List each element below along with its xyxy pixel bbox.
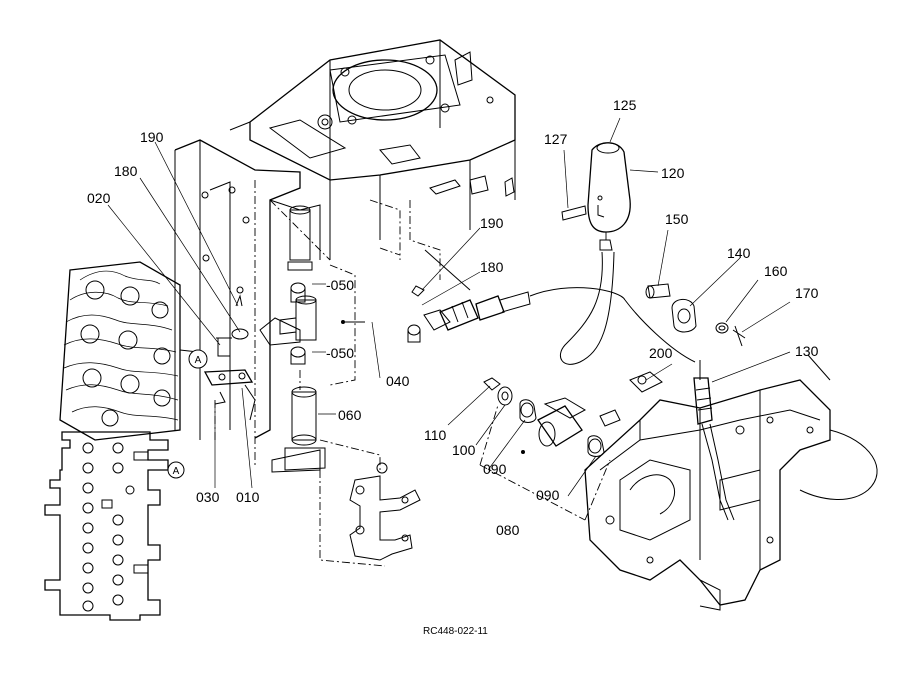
spool-connector [379,247,626,343]
detail-marker-a-ref-label: A [173,466,180,477]
callout-030: 030 [196,489,220,505]
push-pull-cable [624,299,735,521]
shift-bracket-frame [543,354,878,611]
detail-marker-a [188,349,208,369]
callout-labels: 190 180 020 030 010 -050 -050 060 040 19… [87,97,819,538]
transmission-housing [229,39,516,260]
detail-marker-a-ref [167,461,185,479]
callout-170: 170 [795,285,819,301]
left-side-frame [174,139,441,473]
control-valve-block: A [59,261,208,441]
callout-090-left: 090 [483,461,507,477]
callout-200: 200 [649,345,673,361]
detail-marker-a-label: A [195,355,202,366]
leader-lines [107,117,791,497]
callout-180-left: 180 [114,163,138,179]
callout-120: 120 [661,165,685,181]
callout-050-upper: -050 [326,277,354,293]
callout-050-lower: -050 [326,345,354,361]
callout-080: 080 [496,522,520,538]
callout-130: 130 [795,343,819,359]
callout-127: 127 [544,131,568,147]
callout-010: 010 [236,489,260,505]
callout-100: 100 [452,442,476,458]
callout-040: 040 [386,373,410,389]
shift-lever [560,142,631,365]
callout-190-right: 190 [480,215,504,231]
bushing-pin-assembly [479,377,611,521]
callout-020: 020 [87,190,111,206]
lower-bracket [349,462,421,561]
center-shaft-parts [279,205,386,567]
drawing-reference: RC448-022-11 [423,626,488,637]
callout-140: 140 [727,245,751,261]
detail-a-valve-plate: A [44,431,185,621]
callout-110: 110 [424,427,447,443]
callout-060: 060 [338,407,362,423]
lever-link-assembly [203,294,301,440]
callout-190-left: 190 [140,129,164,145]
callout-150: 150 [665,211,689,227]
callout-180-right: 180 [480,259,504,275]
callout-125: 125 [613,97,637,113]
callout-160: 160 [764,263,788,279]
cable-lever-parts [645,283,746,347]
callout-090-right: 090 [536,487,560,503]
